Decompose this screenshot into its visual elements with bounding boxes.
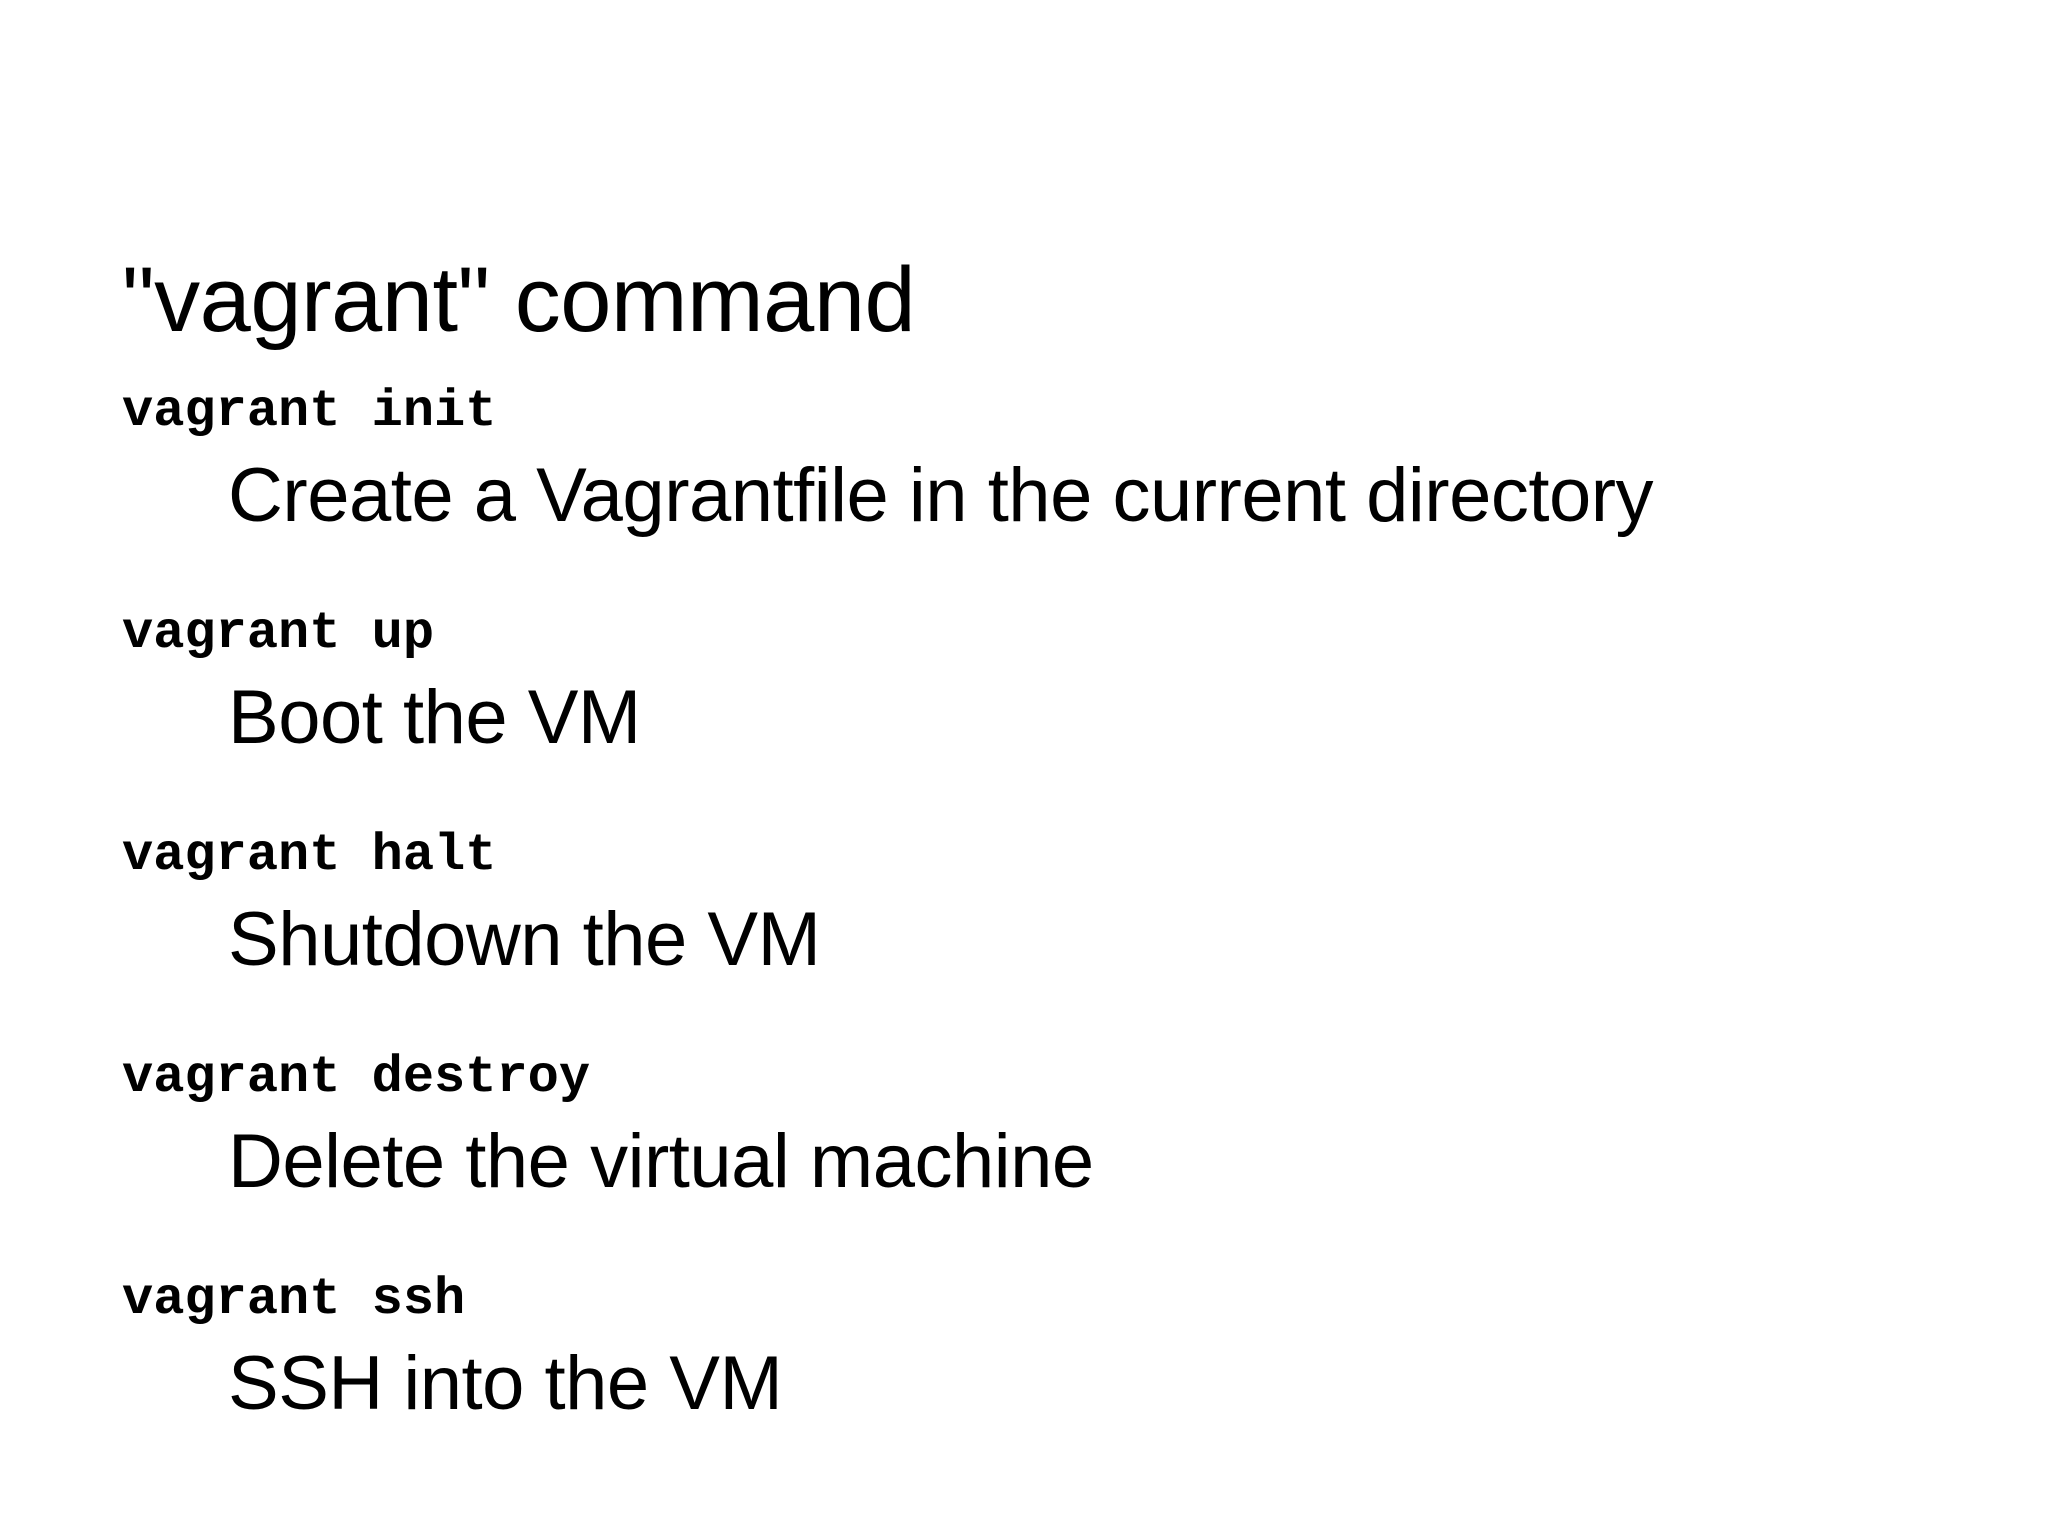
- command-description-vagrant-up: Boot the VM: [228, 675, 641, 760]
- list-item: vagrant ssh SSH into the VM: [0, 1274, 2048, 1496]
- command-description-vagrant-init: Create a Vagrantfile in the current dire…: [228, 453, 1654, 538]
- command-name-vagrant-halt: vagrant halt: [122, 826, 497, 885]
- command-name-vagrant-up: vagrant up: [122, 604, 435, 663]
- list-item: vagrant destroy Delete the virtual machi…: [0, 1052, 2048, 1274]
- list-item: vagrant init Create a Vagrantfile in the…: [0, 386, 2048, 608]
- command-reference-list: vagrant init Create a Vagrantfile in the…: [0, 386, 2048, 1496]
- list-item: vagrant halt Shutdown the VM: [0, 830, 2048, 1052]
- command-name-vagrant-init: vagrant init: [122, 382, 497, 441]
- command-description-vagrant-destroy: Delete the virtual machine: [228, 1119, 1094, 1204]
- page-title: "vagrant" command: [122, 248, 916, 351]
- list-item: vagrant up Boot the VM: [0, 608, 2048, 830]
- command-name-vagrant-destroy: vagrant destroy: [122, 1048, 591, 1107]
- command-description-vagrant-halt: Shutdown the VM: [228, 897, 821, 982]
- command-name-vagrant-ssh: vagrant ssh: [122, 1270, 466, 1329]
- command-description-vagrant-ssh: SSH into the VM: [228, 1341, 783, 1426]
